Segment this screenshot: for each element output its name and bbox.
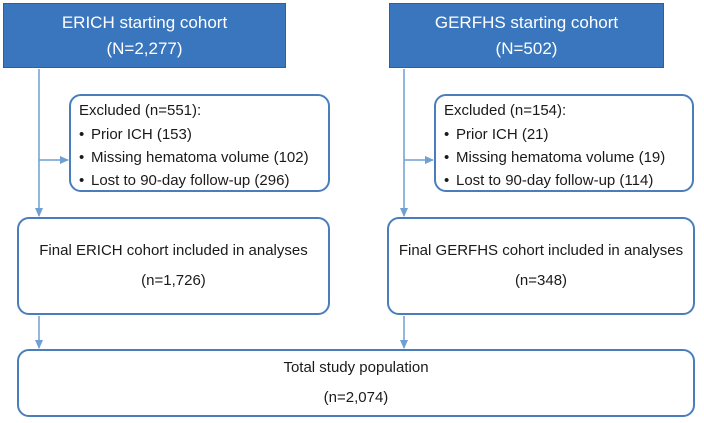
gerfhs-excluded-box: Excluded (n=154): Prior ICH (21) Missing… xyxy=(434,94,694,192)
gerfhs-final-count: (n=348) xyxy=(514,272,568,289)
total-count: (n=2,074) xyxy=(323,389,389,406)
total-title: Total study population xyxy=(283,359,429,376)
list-item: Prior ICH (21) xyxy=(444,123,665,146)
total-study-population-box: Total study population (n=2,074) xyxy=(17,349,695,417)
erich-start-title: ERICH starting cohort xyxy=(61,12,228,32)
list-item: Lost to 90-day follow-up (296) xyxy=(79,169,309,192)
erich-final-cohort-box: Final ERICH cohort included in analyses … xyxy=(17,217,330,315)
gerfhs-excluded-list: Prior ICH (21) Missing hematoma volume (… xyxy=(444,123,665,192)
gerfhs-final-title: Final GERFHS cohort included in analyses xyxy=(398,242,684,259)
gerfhs-final-cohort-box: Final GERFHS cohort included in analyses… xyxy=(387,217,695,315)
erich-excluded-list: Prior ICH (153) Missing hematoma volume … xyxy=(79,123,309,192)
list-item: Missing hematoma volume (102) xyxy=(79,146,309,169)
erich-excluded-box: Excluded (n=551): Prior ICH (153) Missin… xyxy=(69,94,330,192)
erich-excluded-heading: Excluded (n=551): xyxy=(79,102,202,119)
erich-final-title: Final ERICH cohort included in analyses xyxy=(39,242,308,259)
list-item: Prior ICH (153) xyxy=(79,123,309,146)
gerfhs-starting-cohort-box: GERFHS starting cohort (N=502) xyxy=(389,3,664,68)
list-item: Missing hematoma volume (19) xyxy=(444,146,665,169)
erich-start-count: (N=2,277) xyxy=(106,38,183,58)
gerfhs-start-count: (N=502) xyxy=(495,38,558,58)
erich-starting-cohort-box: ERICH starting cohort (N=2,277) xyxy=(3,3,286,68)
gerfhs-start-title: GERFHS starting cohort xyxy=(434,12,619,32)
gerfhs-excluded-heading: Excluded (n=154): xyxy=(444,102,567,119)
erich-final-count: (n=1,726) xyxy=(141,272,206,289)
list-item: Lost to 90-day follow-up (114) xyxy=(444,169,665,192)
